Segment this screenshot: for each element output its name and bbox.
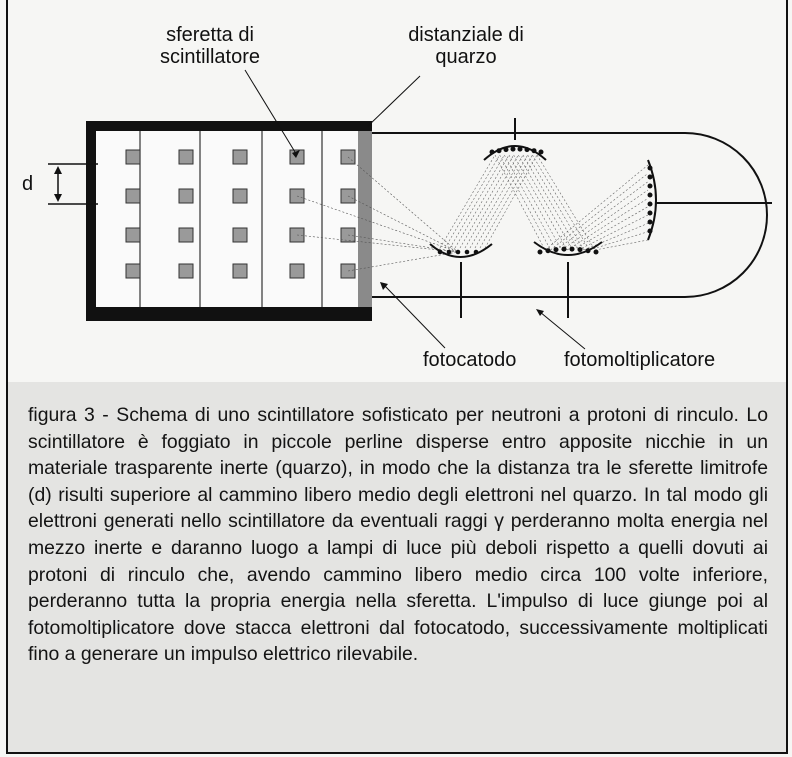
electron-path: [583, 223, 649, 251]
electron-mark: [647, 228, 653, 234]
light-ray: [347, 251, 459, 272]
scintillator-block: [86, 121, 372, 321]
scintillator-sphere: [178, 227, 194, 243]
light-ray: [347, 234, 459, 253]
leader-lines: [244, 69, 586, 350]
electron-mark: [531, 148, 537, 154]
electron-path: [513, 154, 568, 251]
photocathode-label: fotocatodo: [423, 349, 517, 371]
scintillator-sphere: [178, 263, 194, 279]
electron-mark: [464, 249, 470, 255]
scintillator-sphere: [125, 227, 141, 243]
electron-mark: [473, 249, 479, 255]
electron-mark: [647, 174, 653, 180]
electron-path: [449, 154, 505, 249]
scintillator-sphere: [125, 263, 141, 279]
electron-mark: [593, 249, 599, 255]
electron-mark: [577, 247, 583, 253]
figure-frame: [6, 0, 788, 382]
electron-path: [527, 154, 585, 251]
scintillator-sphere: [232, 188, 248, 204]
electron-path: [469, 154, 524, 249]
electron-mark: [489, 149, 495, 155]
scintillator-sphere: [232, 227, 248, 243]
scintillator-sphere-label: sferetta di scintillatore: [159, 24, 261, 68]
electron-mark: [510, 146, 516, 152]
quartz-spacer-label: distanziale di quarzo: [408, 24, 524, 68]
electron-mark: [538, 149, 544, 155]
electron-path: [572, 206, 649, 251]
electron-marks: [437, 146, 653, 255]
scintillator-sphere: [178, 188, 194, 204]
light-ray: [347, 156, 459, 253]
light-ray: [296, 234, 459, 253]
electron-path: [578, 214, 649, 251]
scintillator-spheres: [125, 149, 356, 279]
electron-mark: [496, 148, 502, 154]
electron-mark: [647, 210, 653, 216]
light-ray: [296, 195, 459, 253]
figure-caption: figura 3 - Schema di uno scintillatore s…: [28, 402, 768, 668]
electron-path: [499, 154, 551, 251]
electron-mark: [517, 146, 523, 152]
electron-path: [550, 173, 649, 251]
electron-path: [555, 181, 649, 251]
electron-path: [474, 154, 528, 249]
dynode-top: [483, 118, 547, 161]
electron-path: [484, 154, 538, 249]
electron-path: [532, 154, 590, 251]
electron-path: [536, 154, 596, 251]
electron-mark: [561, 246, 567, 252]
electron-mark: [553, 247, 559, 253]
electron-path: [508, 154, 562, 251]
electron-path: [459, 154, 514, 249]
scintillator-sphere: [125, 149, 141, 165]
caption-paragraph: figura 3 - Schema di uno scintillatore s…: [28, 404, 768, 666]
scintillator-sphere: [289, 263, 305, 279]
electron-mark: [569, 246, 575, 252]
electron-mark: [455, 249, 461, 255]
light-ray: [347, 195, 459, 253]
scintillator-sphere: [232, 263, 248, 279]
scintillator-sphere: [232, 149, 248, 165]
electron-path: [494, 154, 546, 251]
photomultiplier-label: fotomoltiplicatore: [564, 349, 716, 371]
dynode-left: [429, 243, 493, 318]
electron-mark: [647, 201, 653, 207]
scintillator-diagram: [48, 69, 772, 350]
caption-box: [6, 382, 788, 754]
scintillator-sphere: [178, 149, 194, 165]
electron-mark: [647, 183, 653, 189]
photomultiplier-tube: [372, 132, 768, 298]
electron-path: [444, 154, 500, 249]
electron-mark: [446, 249, 452, 255]
electron-path: [454, 154, 510, 249]
scintillator-sphere: [125, 188, 141, 204]
electron-path: [479, 154, 533, 249]
electron-path: [464, 154, 519, 249]
electron-path: [544, 164, 649, 251]
electron-mark: [545, 248, 551, 254]
electron-mark: [647, 192, 653, 198]
light-rays: [296, 154, 649, 272]
electron-mark: [585, 248, 591, 254]
distance-marker: [48, 163, 98, 205]
anode: [647, 159, 772, 241]
electron-mark: [524, 147, 530, 153]
electron-mark: [503, 147, 509, 153]
electron-path: [594, 239, 649, 251]
electron-mark: [647, 165, 653, 171]
electron-mark: [537, 249, 543, 255]
electron-path: [589, 231, 649, 251]
electron-mark: [647, 219, 653, 225]
distance-label: d: [22, 173, 34, 195]
electron-path: [522, 154, 579, 251]
electron-path: [561, 189, 649, 251]
electron-path: [504, 154, 557, 251]
dynode-right: [533, 241, 603, 318]
electron-mark: [437, 249, 443, 255]
